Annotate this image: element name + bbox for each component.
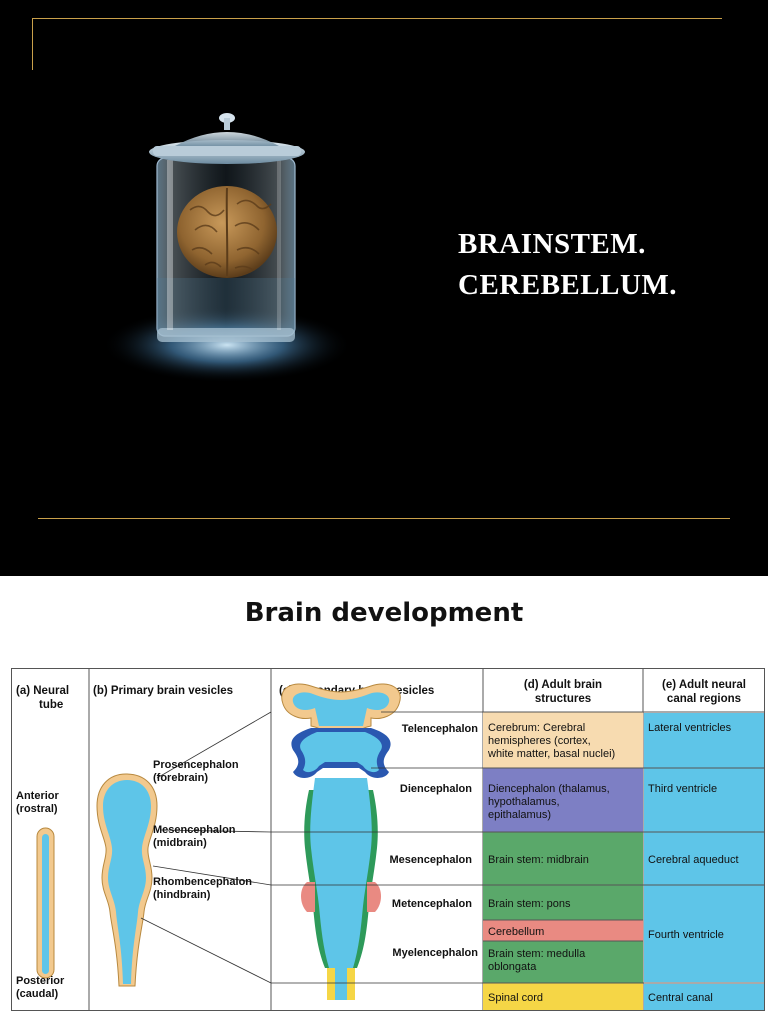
slide-title-line-1: BRAINSTEM. bbox=[458, 228, 646, 260]
canal-central-canal: Central canal bbox=[648, 992, 713, 1004]
structure-diencephalon-line1: Diencephalon (thalamus, bbox=[488, 783, 610, 795]
structure-box-diencephalon bbox=[483, 768, 643, 832]
label-anterior: Anterior bbox=[16, 790, 60, 802]
frame-line-left bbox=[32, 18, 33, 70]
label-forebrain: (forebrain) bbox=[153, 772, 208, 784]
slide-title: BRAINSTEM. CEREBELLUM. bbox=[458, 224, 677, 306]
structure-box-medulla bbox=[483, 941, 643, 983]
label-diencephalon: Diencephalon bbox=[400, 783, 472, 795]
structure-box-midbrain bbox=[483, 832, 643, 885]
structure-box-pons bbox=[483, 885, 643, 920]
brain-development-slide: Brain development (a) Neural tube (b) Pr… bbox=[0, 576, 768, 1024]
frame-line-top bbox=[32, 18, 722, 19]
label-hindbrain: (hindbrain) bbox=[153, 889, 211, 901]
structure-pons: Brain stem: pons bbox=[488, 898, 571, 910]
column-header-e-line2: canal regions bbox=[667, 693, 741, 705]
title-slide: BRAINSTEM. CEREBELLUM. bbox=[0, 0, 768, 576]
canal-cerebral-aqueduct: Cerebral aqueduct bbox=[648, 854, 739, 866]
brain-jar-image bbox=[102, 113, 352, 383]
column-header-a-line1: (a) Neural bbox=[16, 685, 69, 697]
structure-medulla-line1: Brain stem: medulla bbox=[488, 948, 586, 960]
structure-box-cerebellum bbox=[483, 920, 643, 941]
structure-midbrain: Brain stem: midbrain bbox=[488, 854, 589, 866]
column-header-d-line1: (d) Adult brain bbox=[524, 679, 602, 691]
structure-spinal-cord: Spinal cord bbox=[488, 992, 543, 1004]
label-posterior-caudal: (caudal) bbox=[16, 988, 59, 1000]
canal-third-ventricle: Third ventricle bbox=[648, 783, 717, 795]
label-prosencephalon: Prosencephalon bbox=[153, 759, 239, 771]
secondary-vesicles-illustration bbox=[271, 683, 483, 1000]
figure-border bbox=[11, 668, 765, 1011]
structure-cerebellum: Cerebellum bbox=[488, 926, 544, 938]
slide-heading: Brain development bbox=[244, 598, 524, 628]
column-header-a-line2: tube bbox=[39, 699, 63, 711]
structure-box-cerebrum bbox=[483, 712, 643, 768]
label-metencephalon: Metencephalon bbox=[392, 898, 472, 910]
structure-diencephalon-line2: hypothalamus, bbox=[488, 796, 560, 808]
primary-vesicles-illustration bbox=[96, 711, 272, 987]
label-telencephalon: Telencephalon bbox=[402, 723, 478, 735]
frame-line-bottom bbox=[38, 518, 730, 519]
column-header-b: (b) Primary brain vesicles bbox=[93, 685, 233, 697]
adult-structures-column bbox=[483, 711, 765, 1010]
label-midbrain: (midbrain) bbox=[153, 837, 207, 849]
label-rhombencephalon: Rhombencephalon bbox=[153, 876, 252, 888]
structure-box-spinal-cord bbox=[483, 983, 643, 1010]
structure-cerebrum-line1: Cerebrum: Cerebral bbox=[488, 722, 585, 734]
label-posterior: Posterior bbox=[16, 975, 65, 987]
canal-regions-column bbox=[643, 713, 765, 1010]
column-header-e-line1: (e) Adult neural bbox=[662, 679, 746, 691]
label-anterior-rostral: (rostral) bbox=[16, 803, 58, 815]
slide-title-line-2: CEREBELLUM. bbox=[458, 269, 678, 301]
brain-development-figure: (a) Neural tube (b) Primary brain vesicl… bbox=[11, 668, 765, 1011]
canal-lateral-ventricles: Lateral ventricles bbox=[648, 722, 732, 734]
structure-diencephalon-line3: epithalamus) bbox=[488, 809, 551, 821]
label-mesencephalon-primary: Mesencephalon bbox=[153, 824, 236, 836]
structure-medulla-line2: oblongata bbox=[488, 961, 537, 973]
label-mesencephalon-secondary: Mesencephalon bbox=[389, 854, 472, 866]
canal-fourth-ventricle: Fourth ventricle bbox=[648, 929, 724, 941]
neural-tube-illustration bbox=[36, 827, 55, 979]
column-header-d-line2: structures bbox=[535, 693, 591, 705]
label-myelencephalon: Myelencephalon bbox=[392, 947, 478, 959]
structure-cerebrum-line3: white matter, basal nuclei) bbox=[487, 748, 615, 760]
structure-cerebrum-line2: hemispheres (cortex, bbox=[488, 735, 591, 747]
